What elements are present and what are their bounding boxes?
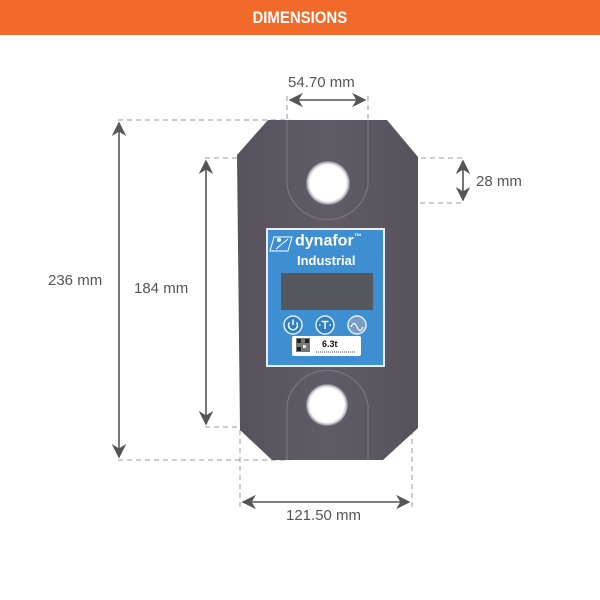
qr-code-icon — [296, 338, 310, 352]
model-name: Industrial — [297, 253, 356, 268]
brand-text: dynafor — [295, 232, 354, 250]
tare-button-icon — [315, 315, 335, 335]
brand-name: dynafor™ — [295, 232, 362, 250]
bottom-hole — [306, 384, 348, 426]
header-banner: DIMENSIONS — [0, 0, 600, 35]
power-button-icon — [283, 315, 303, 335]
pin-distance-label: 184 mm — [134, 280, 189, 297]
dimension-arrows — [111, 92, 471, 510]
display-panel — [266, 228, 385, 367]
top-hole — [306, 161, 350, 205]
radio-button-icon — [347, 315, 367, 335]
banner-title: DIMENSIONS — [252, 7, 348, 27]
hole-diameter-label: 28 mm — [476, 173, 522, 190]
shackle-width-label: 54.70 mm — [288, 74, 355, 91]
body-width-label: 121.50 mm — [286, 507, 362, 524]
trademark: ™ — [353, 232, 362, 241]
capacity-label: 6.3t — [322, 339, 338, 349]
lcd-screen — [281, 273, 373, 310]
dynafor-logo-icon — [269, 236, 293, 252]
total-length-label: 236 mm — [48, 272, 103, 289]
